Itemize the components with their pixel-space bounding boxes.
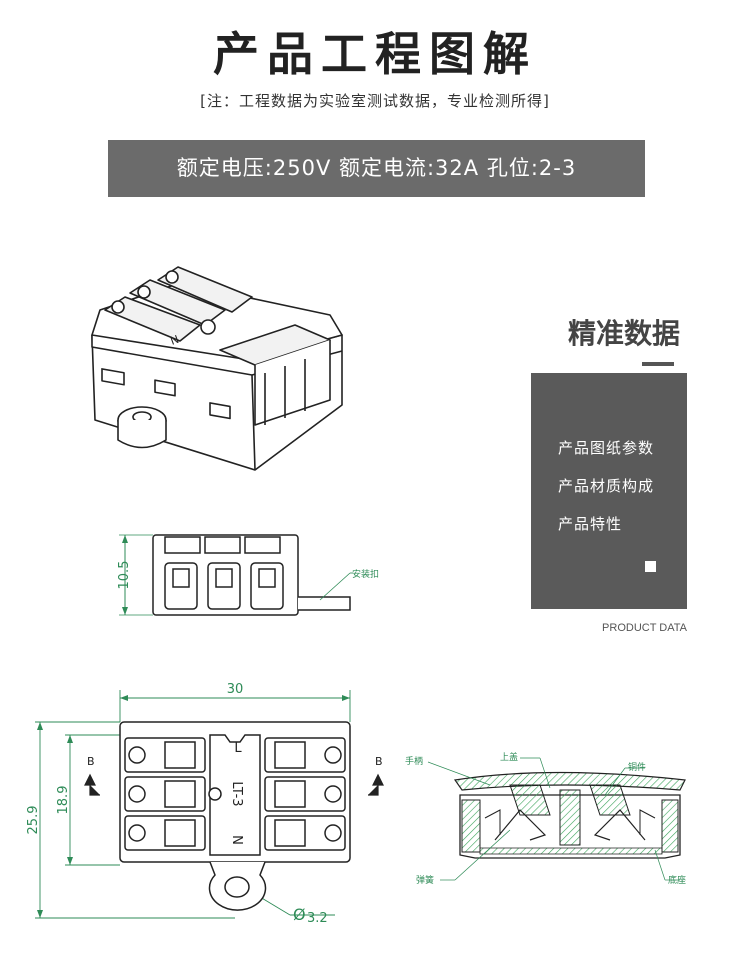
body-height-dimension: 18.9 xyxy=(56,786,71,815)
label-spring: 弹簧 xyxy=(416,874,434,886)
model-label: LT-3 xyxy=(229,781,244,806)
side-item-material: 产品材质构成 xyxy=(558,477,655,495)
section-mark-right: B xyxy=(375,755,383,768)
page-title: 产品工程图解 xyxy=(213,27,537,81)
section-view-drawing: 手柄 上盖 铜件 弹簧 底座 xyxy=(405,751,686,886)
width-dimension: 30 xyxy=(227,682,244,697)
total-height-dimension: 25.9 xyxy=(26,806,41,835)
mount-tab-callout: 安装扣 xyxy=(352,568,379,580)
top-view-drawing: 30 25.9 18.9 Ø 3.2 B B L LT-3 xyxy=(26,682,384,926)
label-handle: 手柄 xyxy=(405,755,423,767)
rated-spec-bar: 额定电压:250V 额定电流:32A 孔位:2-3 xyxy=(108,140,645,197)
side-panel-box: 产品图纸参数 产品材质构成 产品特性 xyxy=(531,373,687,609)
section-mark-left: B xyxy=(87,755,95,768)
label-base: 底座 xyxy=(668,874,686,886)
side-item-drawing-params: 产品图纸参数 xyxy=(558,439,655,457)
side-panel-footer: PRODUCT DATA xyxy=(602,622,687,634)
side-view-drawing: 10.5 安装扣 xyxy=(117,534,379,616)
hole-dimension: 3.2 xyxy=(307,911,328,926)
square-marker-icon xyxy=(645,561,656,572)
label-copper: 铜件 xyxy=(628,761,646,773)
side-panel-title: 精准数据 xyxy=(567,317,680,350)
label-cover: 上盖 xyxy=(500,751,518,763)
isometric-product-drawing: N xyxy=(91,266,343,471)
test-data-note: [注：工程数据为实验室测试数据，专业检测所得] xyxy=(200,92,550,110)
marker-l: L xyxy=(234,741,242,756)
title-underline xyxy=(642,362,674,366)
marker-n: N xyxy=(229,835,244,845)
side-height-dimension: 10.5 xyxy=(117,561,132,590)
side-item-features: 产品特性 xyxy=(558,515,623,533)
hole-symbol: Ø xyxy=(293,905,306,924)
